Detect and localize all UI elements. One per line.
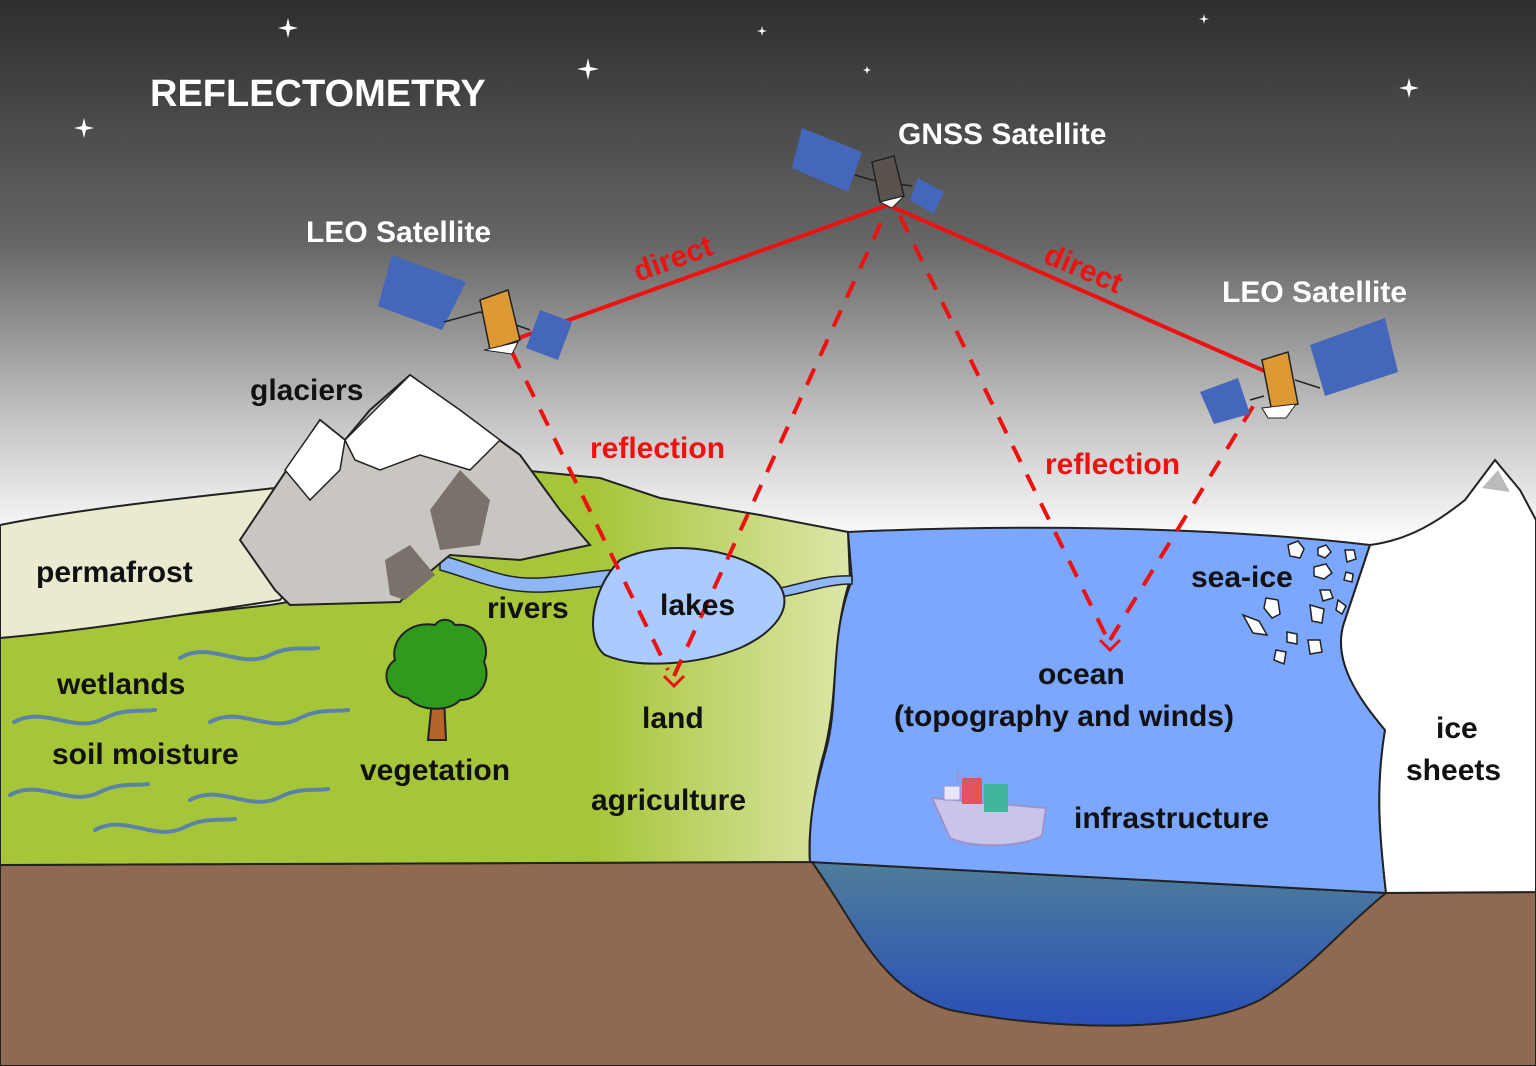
star-icon: [1199, 14, 1209, 24]
glacier-mountains: [238, 373, 592, 607]
vegetation-label: vegetation: [360, 754, 510, 787]
wetland-waves: [8, 646, 350, 834]
reflection-label-right: reflection: [1045, 448, 1180, 481]
star-icon: [863, 66, 871, 74]
rivers-label: rivers: [487, 592, 569, 625]
land-label: land: [642, 702, 704, 735]
reflection-path-left-down: [510, 351, 670, 671]
reflection-label-left: reflection: [590, 432, 725, 465]
soil-moisture-label: soil moisture: [52, 738, 239, 771]
ice-sheets-label-line1: ice: [1436, 712, 1478, 745]
gnss-satellite-label: GNSS Satellite: [898, 118, 1106, 151]
ship-icon: [930, 770, 1048, 847]
ice-sheets-label-line2: sheets: [1406, 754, 1501, 787]
glaciers-label: glaciers: [250, 374, 363, 407]
reflection-point-left: [662, 674, 686, 689]
leo-satellite-left-icon: [378, 255, 572, 360]
ice-sheets-area: [1340, 458, 1536, 895]
ice-peak-shadow: [1482, 470, 1510, 492]
permafrost-label: permafrost: [36, 556, 193, 589]
reflection-point-right: [1098, 638, 1122, 653]
star-icon: [74, 118, 94, 138]
sea-ice-label: sea-ice: [1191, 561, 1293, 594]
direct-path-right: [887, 203, 1277, 378]
leo-satellite-left-label: LEO Satellite: [306, 216, 491, 249]
river-east: [769, 575, 853, 599]
infrastructure-label: infrastructure: [1074, 802, 1269, 835]
ocean-label: ocean: [1038, 658, 1125, 691]
leo-satellite-right-icon: [1200, 318, 1398, 424]
star-icon: [278, 18, 298, 38]
gnss-satellite-icon: [792, 128, 944, 214]
star-icon: [757, 26, 767, 36]
agriculture-label: agriculture: [591, 784, 746, 817]
direct-path-left: [504, 203, 889, 345]
leo-satellite-right-label: LEO Satellite: [1222, 276, 1407, 309]
lake: [592, 547, 786, 665]
lakes-label: lakes: [660, 589, 735, 622]
ocean-basin: [809, 860, 1389, 1027]
star-icon: [577, 58, 599, 80]
sea-ice-floes: [1241, 540, 1357, 666]
tree-icon: [385, 618, 488, 741]
star-icon: [1399, 78, 1419, 98]
reflection-path-right-down: [898, 215, 1110, 641]
diagram-title: REFLECTOMETRY: [150, 73, 486, 115]
reflection-path-left-up: [672, 215, 886, 677]
stars: [74, 14, 1419, 138]
signal-paths: [504, 203, 1277, 677]
wetlands-label: wetlands: [56, 668, 185, 701]
ocean-subtitle-label: (topography and winds): [894, 700, 1234, 733]
reflection-path-right-up: [1108, 393, 1262, 642]
